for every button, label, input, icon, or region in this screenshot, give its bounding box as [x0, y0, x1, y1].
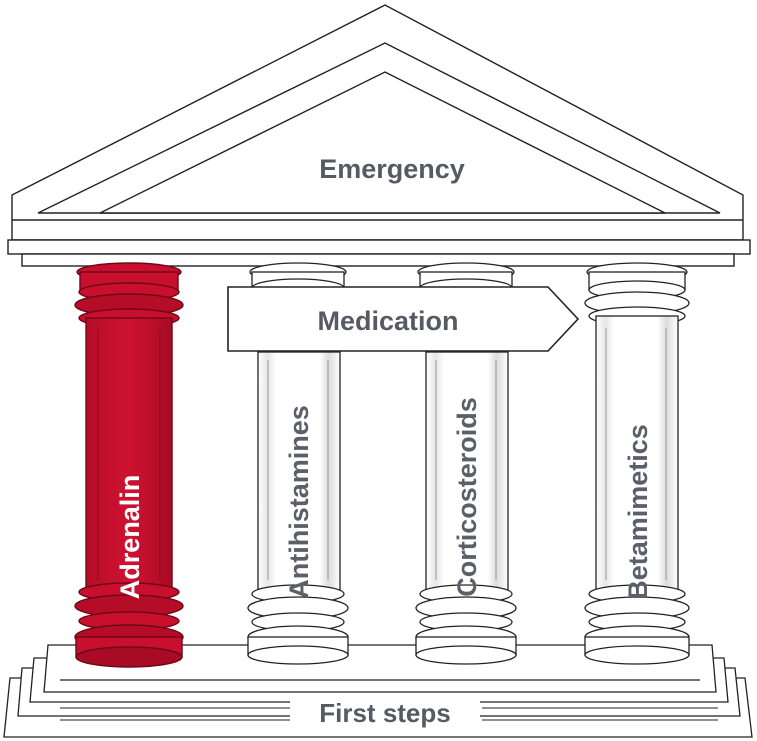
pillar-adrenalin: Adrenalin — [74, 262, 184, 668]
roof-label: Emergency — [319, 154, 465, 184]
temple-base — [3, 644, 753, 738]
pillar-label: Betamimetics — [623, 424, 653, 600]
banner-arrow — [227, 286, 580, 352]
medication-banner: Medication — [227, 286, 580, 352]
base-label: First steps — [319, 698, 451, 728]
pillar-betamimetics: Betamimetics — [584, 262, 690, 665]
pillar-label: Antihistamines — [284, 405, 314, 599]
base-label-bg — [290, 695, 480, 735]
pillar-label: Adrenalin — [115, 475, 145, 600]
pillar-antihistamines: Antihistamines — [247, 262, 349, 665]
pillar-corticosteroids: Corticosteroids — [415, 262, 517, 665]
banner-label: Medication — [317, 306, 458, 336]
entablature — [7, 239, 751, 255]
base-label-group: First steps — [60, 695, 718, 735]
tympanum — [99, 71, 666, 214]
pillar-label: Corticosteroids — [452, 397, 482, 597]
architrave — [21, 253, 735, 267]
temple-roof — [7, 4, 751, 267]
